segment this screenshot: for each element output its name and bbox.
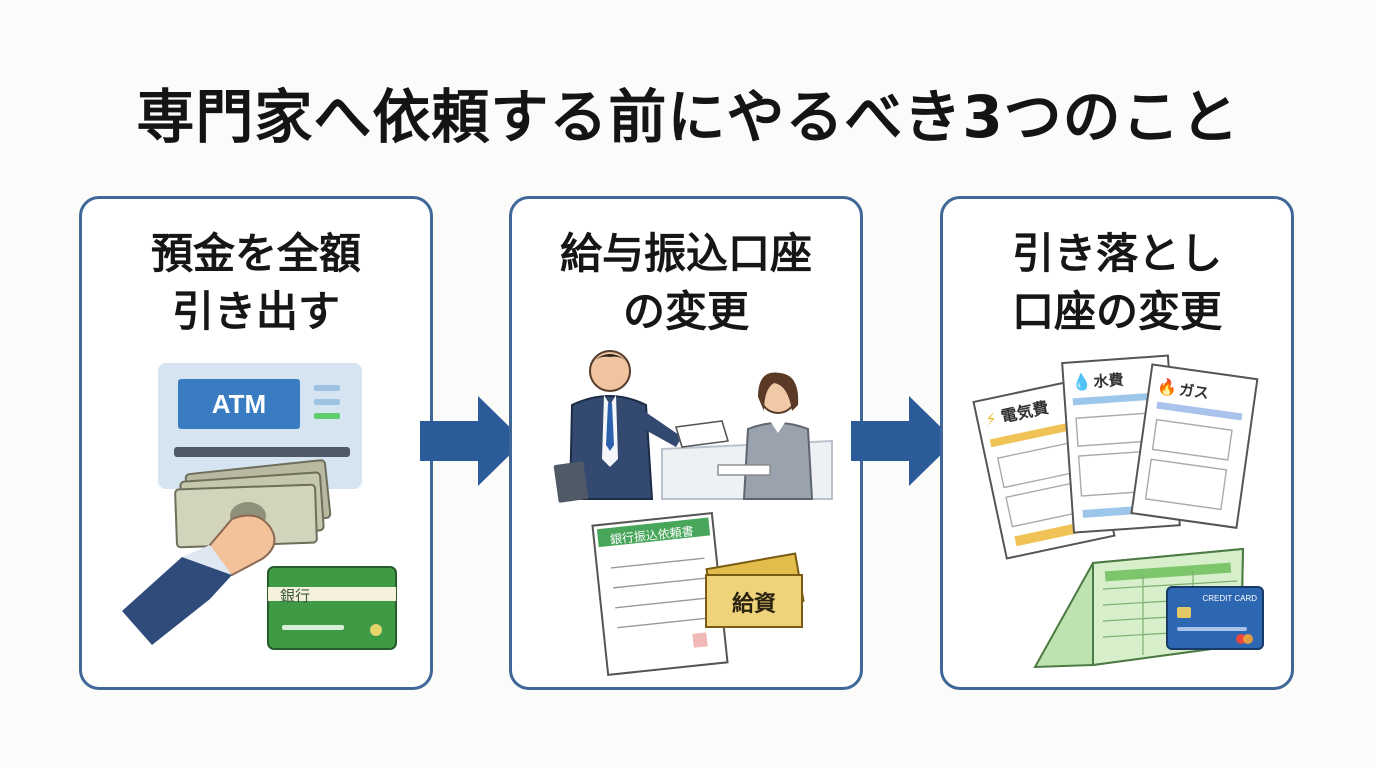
bankbook-label: 銀行	[280, 587, 310, 605]
step-title-line: 引き落とし	[1011, 229, 1222, 278]
flame-icon: 🔥	[1156, 377, 1178, 399]
gas-bill: 🔥 ガス	[1130, 363, 1259, 529]
envelope-label: 給資	[732, 591, 776, 617]
sleeve	[122, 557, 232, 645]
bank-clerk	[742, 372, 814, 500]
step-title-line: 引き出す	[171, 287, 340, 336]
handover-documents	[674, 420, 730, 448]
step-card-salary-account: 給与振込口座 の変更 銀行振込依頼書	[509, 196, 863, 690]
atm-label: ATM	[212, 389, 266, 419]
bill-label: ガス	[1178, 381, 1210, 403]
atm-withdrawal-illustration: ATM 銀行	[122, 363, 397, 650]
atm-screen	[178, 379, 300, 429]
bill-label: 水費	[1093, 371, 1124, 391]
bank-counter-illustration: 銀行振込依頼書 給資	[553, 350, 833, 676]
step-card-debit-account: 引き落とし 口座の変更 電気費 ⚡ 💧 水費 🔥 ガス	[940, 196, 1294, 690]
step-title: 引き落とし 口座の変更	[943, 225, 1291, 341]
step-card-withdraw: 預金を全額 引き出す ATM 銀行	[79, 196, 433, 690]
salary-envelope: 給資	[705, 552, 805, 628]
step-title: 給与振込口座 の変更	[512, 225, 860, 341]
credit-card: CREDIT CARD	[1166, 586, 1264, 650]
arrow-right-icon	[851, 396, 955, 486]
bankbook: 銀行	[267, 566, 397, 650]
arrow-right-icon	[420, 396, 524, 486]
atm-cash-slot	[174, 447, 350, 457]
lightning-icon: ⚡	[984, 409, 999, 430]
water-drop-icon: 💧	[1071, 372, 1092, 392]
utility-bills-illustration: 電気費 ⚡ 💧 水費 🔥 ガス	[972, 354, 1264, 669]
atm-light	[314, 413, 340, 419]
businessman	[553, 350, 682, 503]
step-title: 預金を全額 引き出す	[82, 225, 430, 341]
step-title-line: の変更	[622, 287, 749, 336]
step-title-line: 口座の変更	[1011, 287, 1222, 336]
step-title-line: 預金を全額	[150, 229, 361, 278]
step-title-line: 給与振込口座	[559, 229, 812, 278]
transfer-form: 銀行振込依頼書	[591, 512, 729, 676]
card-label: CREDIT CARD	[1202, 594, 1257, 603]
page-title: 専門家へ依頼する前にやるべき3つのこと	[136, 83, 1240, 151]
